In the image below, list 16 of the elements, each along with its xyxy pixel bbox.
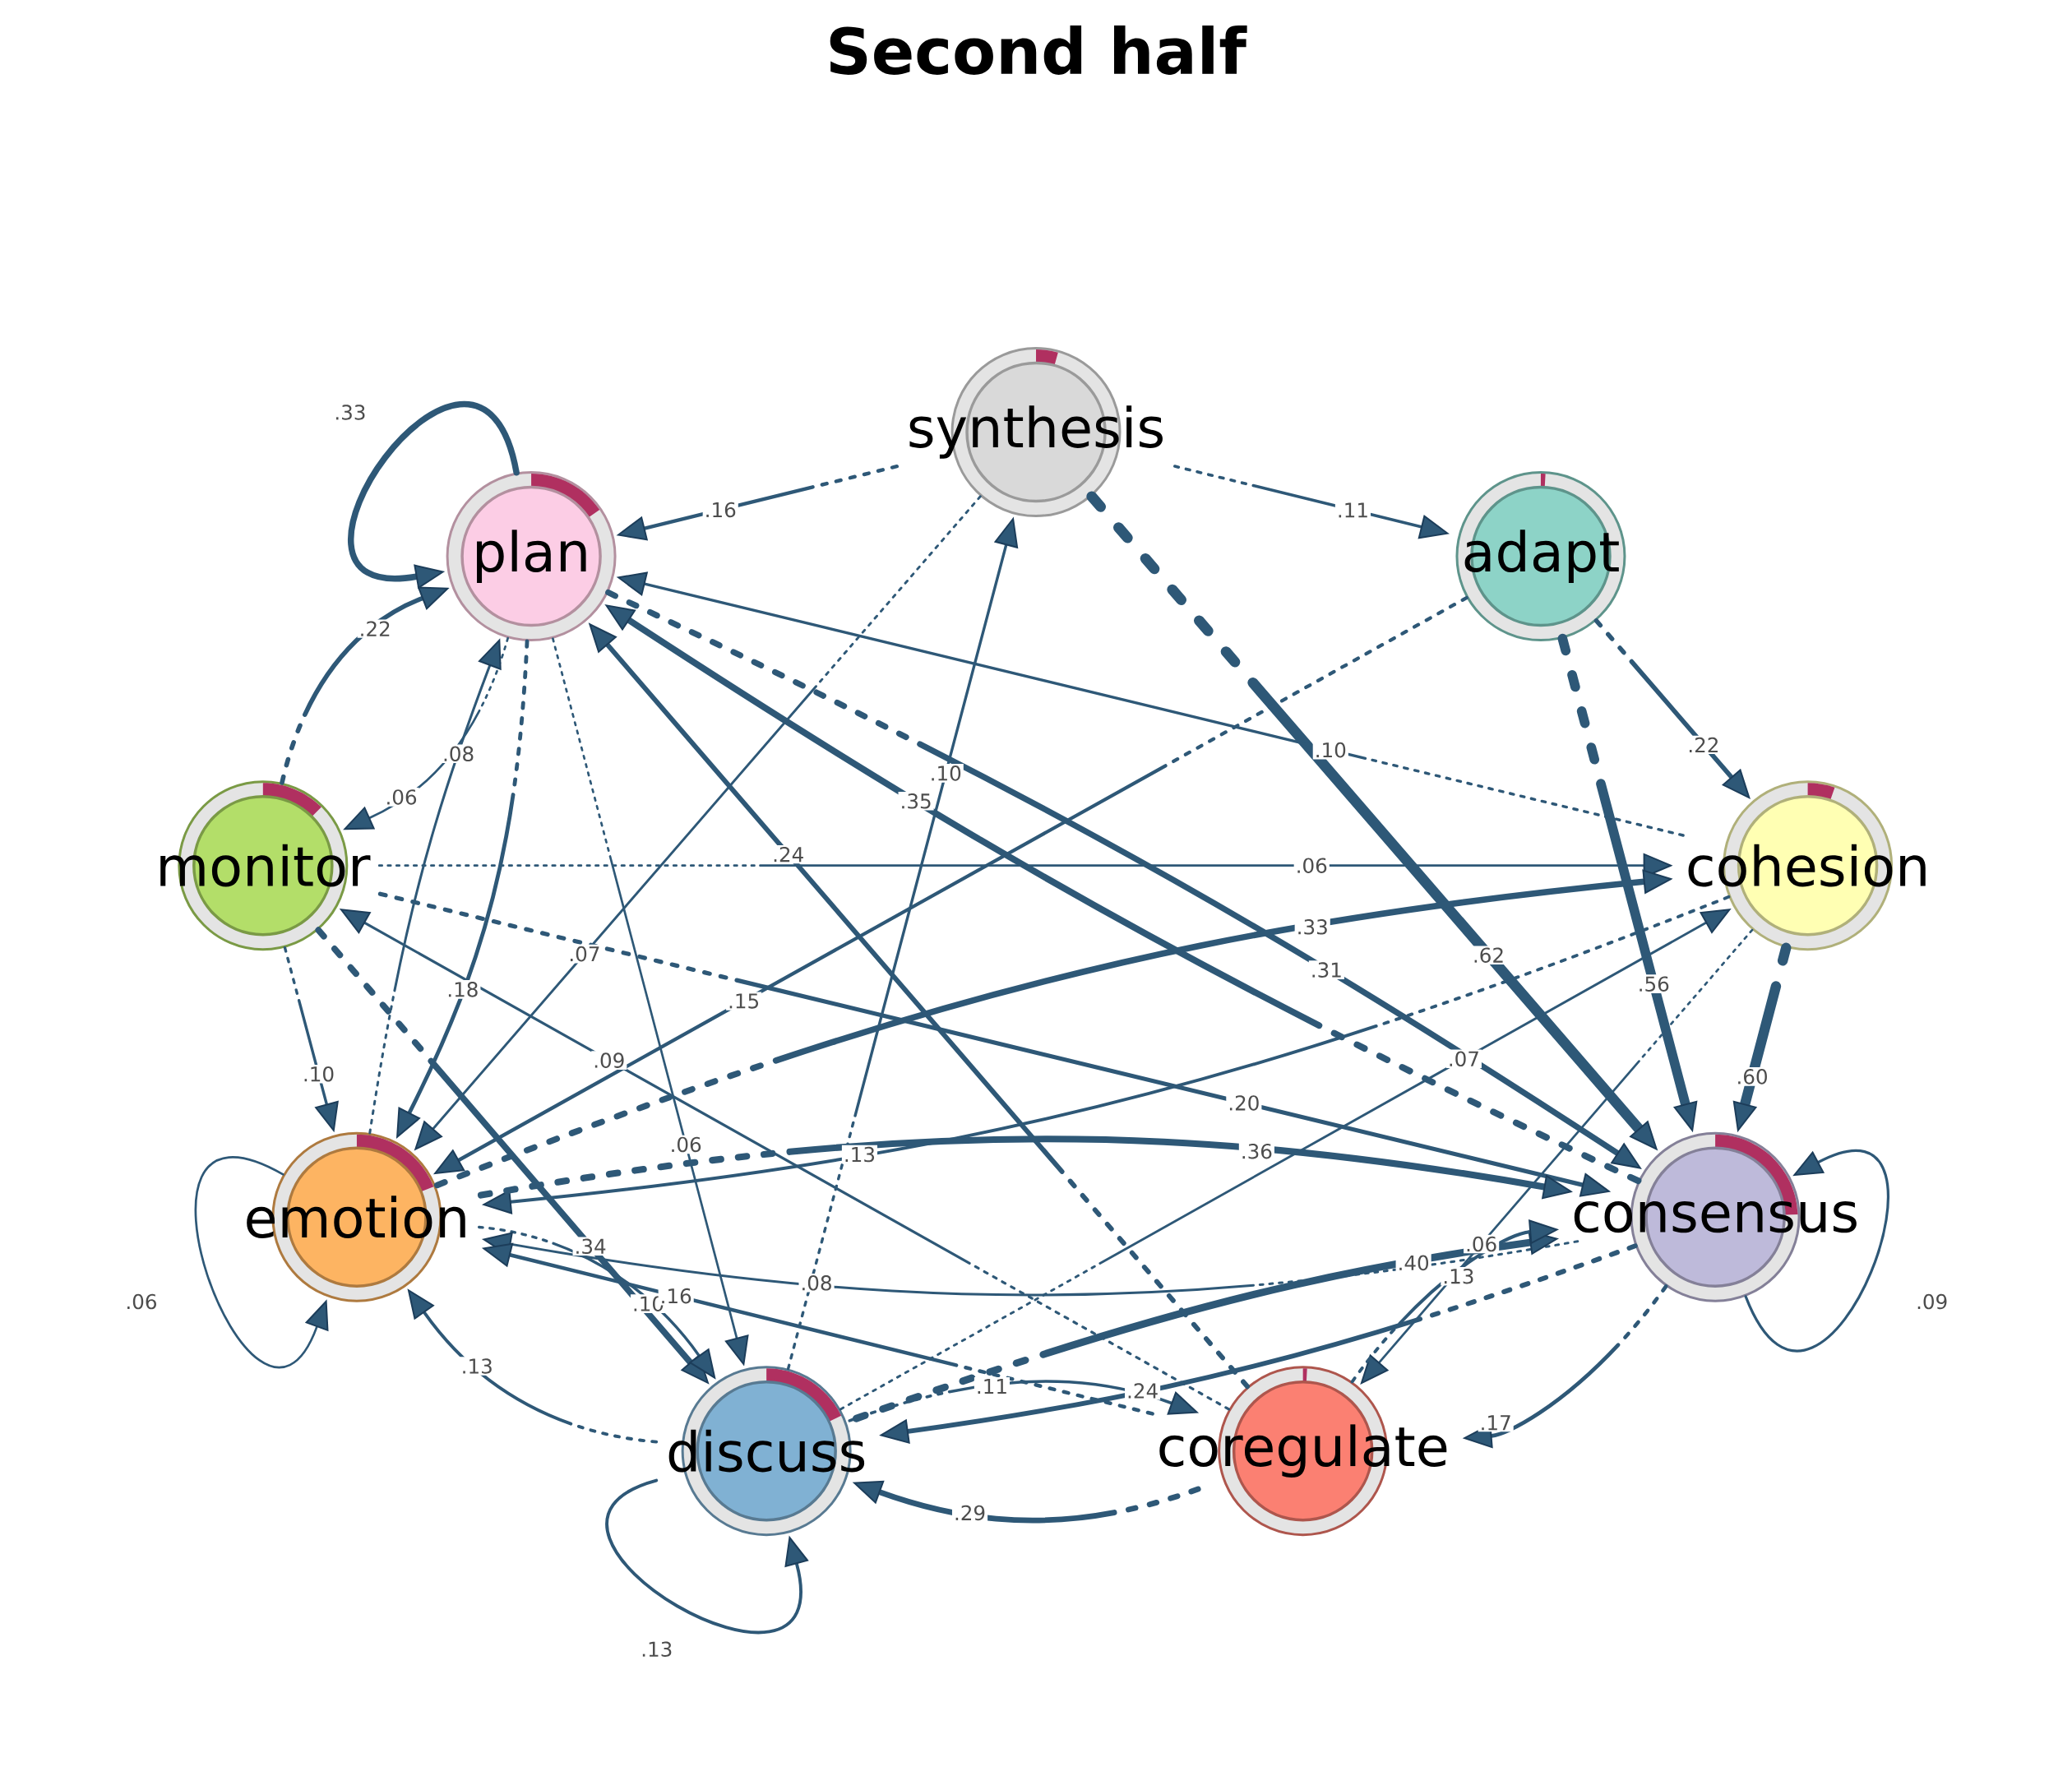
edge-label: .60 [1734, 1067, 1770, 1086]
edge-label: .06 [123, 1292, 160, 1311]
title: Second half [830, 25, 1247, 75]
edge-label: .06 [1464, 1234, 1500, 1254]
edge-label: .22 [1686, 735, 1722, 754]
edge-label: .13 [1441, 1266, 1477, 1286]
edge-label: .13 [459, 1357, 495, 1376]
edge-label: .06 [383, 788, 419, 807]
edge-label: .29 [951, 1503, 988, 1523]
edge-label: .33 [332, 403, 368, 422]
edge-label: .22 [357, 619, 393, 638]
edge-label: .13 [639, 1640, 675, 1659]
edge-label: .10 [300, 1064, 337, 1084]
edge-label: .40 [1395, 1253, 1431, 1273]
edge-label: .09 [1914, 1292, 1950, 1311]
edge-label: .17 [1478, 1413, 1514, 1432]
